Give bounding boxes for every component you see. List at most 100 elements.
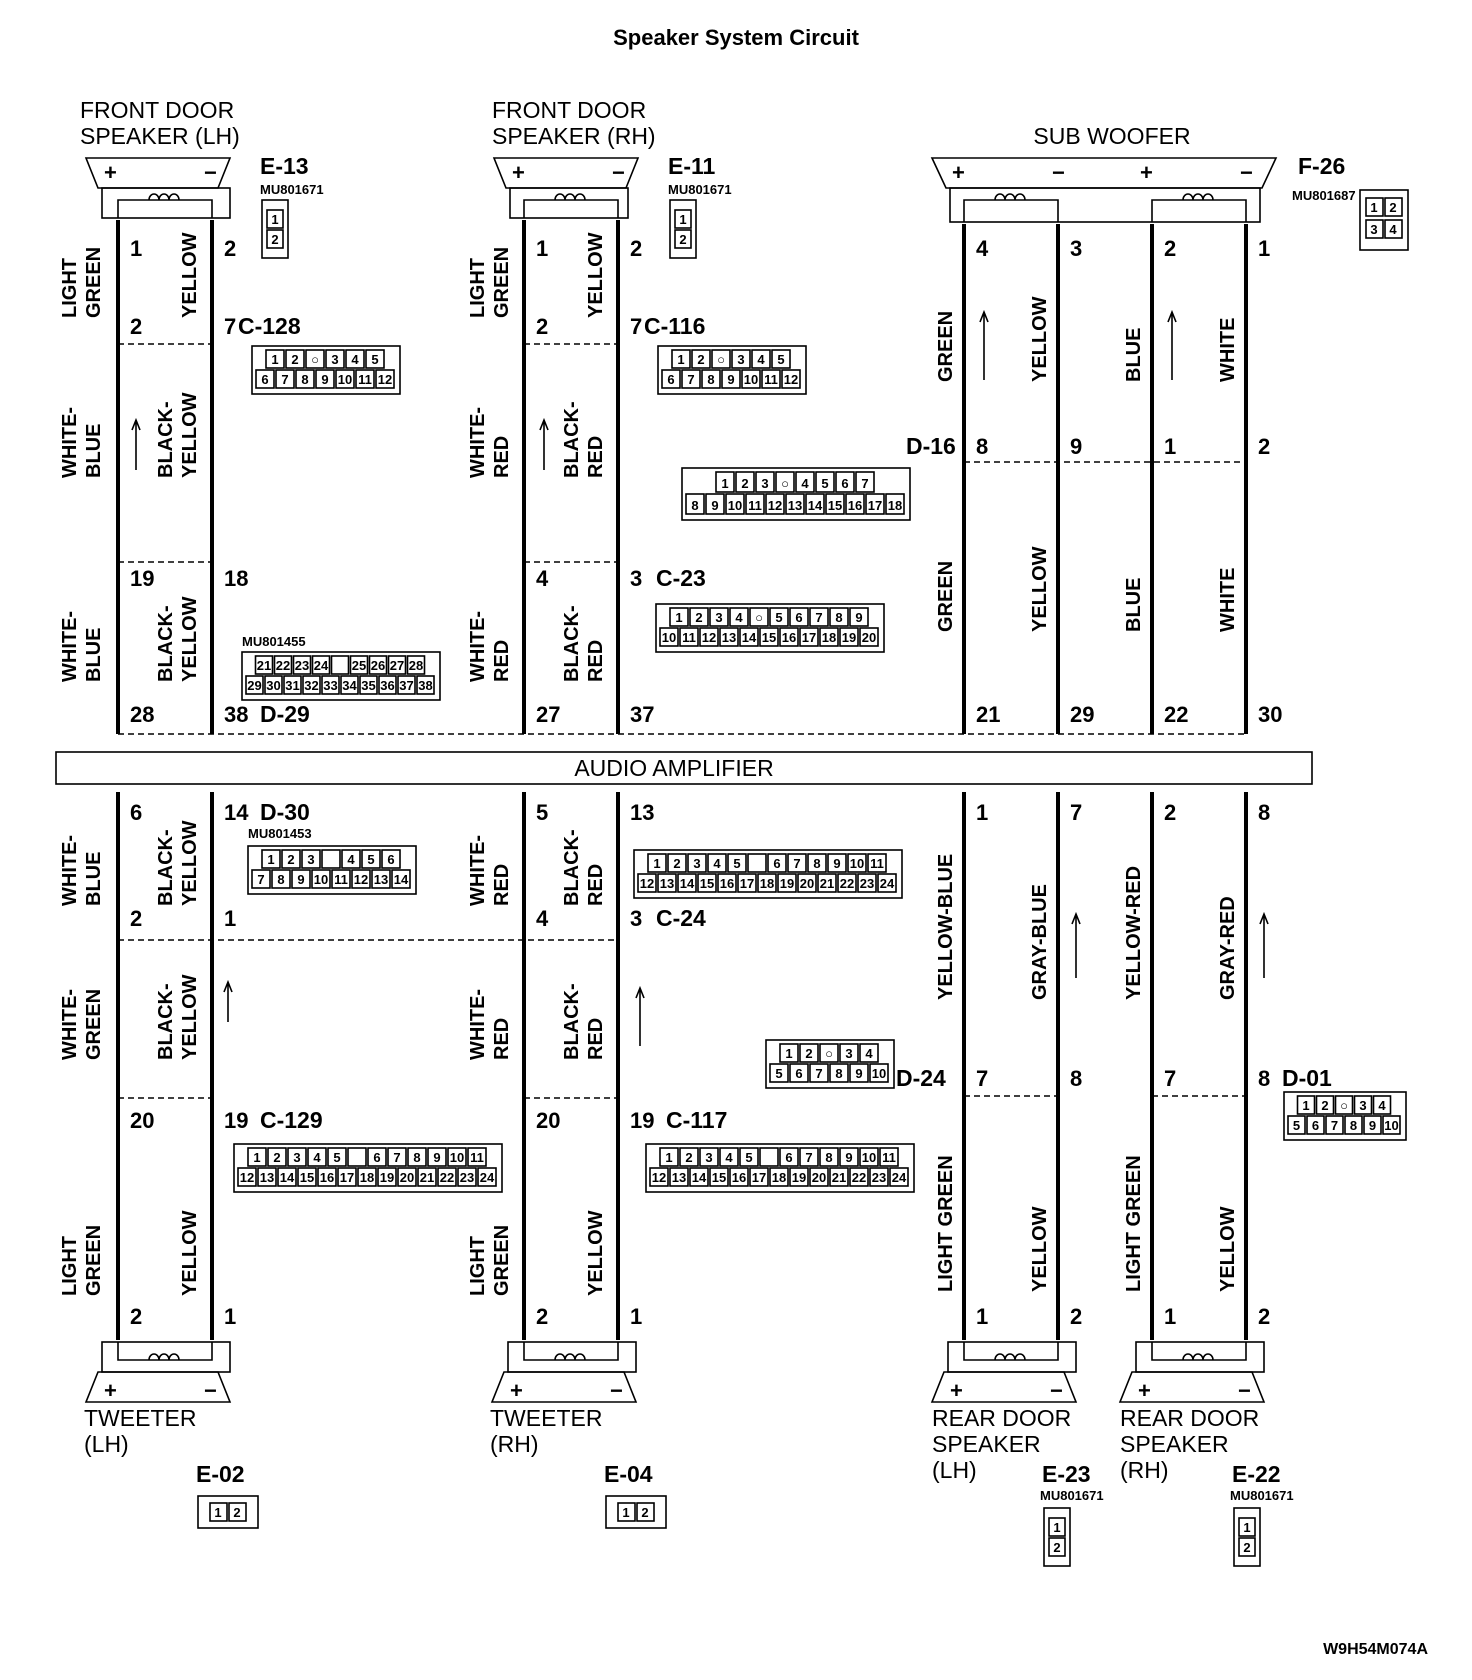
connector-cell-label: 2 — [1321, 1098, 1328, 1113]
svg-text:YELLOW-RED: YELLOW-RED — [1123, 866, 1145, 1000]
front-door-speaker-rh-label-1: FRONT DOOR — [492, 97, 646, 123]
connector-cell — [302, 675, 321, 695]
connector-cell-label: 22 — [840, 876, 854, 891]
connector-cell — [371, 869, 391, 889]
svg-text:2: 2 — [536, 314, 548, 339]
svg-text:YELLOW: YELLOW — [179, 392, 201, 478]
connector-cell — [1325, 1115, 1344, 1135]
connector-cell-label: 27 — [390, 658, 404, 673]
svg-text:BLACK-: BLACK- — [155, 605, 177, 682]
connector-cell — [397, 675, 416, 695]
connector-cell-label: 1 — [271, 352, 278, 367]
connector-cell-label: 12 — [240, 1170, 254, 1185]
connector-e22-label: E-22 — [1232, 1461, 1281, 1487]
connector-cell-label: 18 — [360, 1170, 374, 1185]
connector-cell-label: 5 — [371, 352, 378, 367]
connector-cell-label: 11 — [470, 1150, 484, 1165]
tweeter-lh-label-1: TWEETER — [84, 1405, 196, 1431]
svg-text:4: 4 — [536, 566, 549, 591]
connector-outline — [681, 467, 911, 521]
connector-cell — [765, 493, 785, 515]
svg-text:3: 3 — [1370, 222, 1377, 237]
connector-cell-label: 9 — [845, 1150, 852, 1165]
connector-outline — [247, 845, 417, 895]
svg-text:20: 20 — [130, 1108, 154, 1133]
connector-cell-label: 2 — [695, 610, 702, 625]
svg-text:8: 8 — [1258, 1066, 1270, 1091]
connector-cell-label: 32 — [304, 678, 318, 693]
connector-cell — [771, 349, 791, 369]
connector-cell-label: 14 — [680, 876, 695, 891]
connector-cell — [669, 607, 689, 627]
lower-wires — [116, 792, 1248, 1340]
connector-cell-label: 23 — [872, 1170, 886, 1185]
connector-cell-label: 21 — [820, 876, 834, 891]
connector-cell — [751, 349, 771, 369]
connector-outline — [233, 1143, 503, 1193]
connector-cell-label: 12 — [784, 372, 798, 387]
svg-text:BLUE: BLUE — [1123, 578, 1145, 632]
svg-text:GREEN: GREEN — [83, 247, 105, 318]
connector-cell-label: 7 — [257, 872, 264, 887]
connector-cell-label: 1 — [253, 1150, 260, 1165]
svg-text:GREEN: GREEN — [83, 1225, 105, 1296]
connector-cell-label: 24 — [880, 876, 895, 891]
connector-cell — [287, 1147, 307, 1167]
connector-cell — [777, 873, 797, 893]
svg-text:GREEN: GREEN — [491, 1225, 513, 1296]
connector-cell-label: 14 — [808, 498, 823, 513]
connector-cell-label: 3 — [331, 352, 338, 367]
svg-text:2: 2 — [224, 236, 236, 261]
connector-cell — [769, 1063, 789, 1083]
connector-cell-label: 4 — [351, 352, 359, 367]
connector-outline — [251, 345, 401, 395]
connector-cell-label: 20 — [400, 1170, 414, 1185]
connector-cell-label: 17 — [868, 498, 882, 513]
connector-cell — [331, 869, 351, 889]
connector-c128-label: C-128 — [238, 313, 301, 339]
tweeter-rh-symbol: + − — [490, 1341, 638, 1403]
connector-e11-label: E-11 — [668, 153, 716, 179]
svg-text:1: 1 — [976, 800, 988, 825]
svg-text:1: 1 — [214, 1505, 221, 1520]
connector-d24-label: D-24 — [896, 1065, 946, 1091]
connector-cell-label: 20 — [812, 1170, 826, 1185]
connector-cell-label: 10 — [338, 372, 352, 387]
connector-cell-label: ○ — [825, 1046, 833, 1061]
svg-text:2: 2 — [630, 236, 642, 261]
connector-cell-label: 5 — [733, 856, 740, 871]
svg-text:2: 2 — [130, 906, 142, 931]
connector-e04-icon: 1 2 — [605, 1495, 667, 1529]
connector-cell-label: 11 — [764, 372, 778, 387]
connector-cell-label: 19 — [380, 1170, 394, 1185]
connector-cell-label: 8 — [301, 372, 308, 387]
connector-cell — [797, 873, 817, 893]
connector-cell-label: 4 — [347, 852, 355, 867]
svg-text:1: 1 — [630, 1304, 642, 1329]
connector-cell-label: 22 — [852, 1170, 866, 1185]
connector-cell — [661, 369, 681, 389]
connector-cell-label: 2 — [685, 1150, 692, 1165]
connector-cell — [457, 1167, 477, 1187]
rear-door-speaker-rh-label-3: (RH) — [1120, 1457, 1169, 1483]
connector-cell — [417, 1167, 437, 1187]
svg-text:YELLOW: YELLOW — [1217, 1206, 1239, 1292]
connector-cell-label: 13 — [788, 498, 802, 513]
connector-cell — [1306, 1115, 1325, 1135]
connector-cell-label: 17 — [802, 630, 816, 645]
svg-text:YELLOW: YELLOW — [1029, 296, 1051, 382]
connector-cell-label: 31 — [285, 678, 299, 693]
svg-text:38: 38 — [224, 702, 248, 727]
connector-cell — [865, 493, 885, 515]
connector-cell — [273, 655, 293, 675]
svg-text:YELLOW: YELLOW — [179, 1210, 201, 1296]
connector-c24-label: C-24 — [656, 905, 706, 931]
svg-text:21: 21 — [976, 702, 1000, 727]
svg-text:2: 2 — [1389, 200, 1396, 215]
connector-cell — [261, 849, 281, 869]
connector-cell-label: 20 — [800, 876, 814, 891]
svg-text:RED: RED — [491, 864, 513, 906]
svg-text:1: 1 — [679, 212, 686, 227]
connector-cell — [819, 627, 839, 647]
